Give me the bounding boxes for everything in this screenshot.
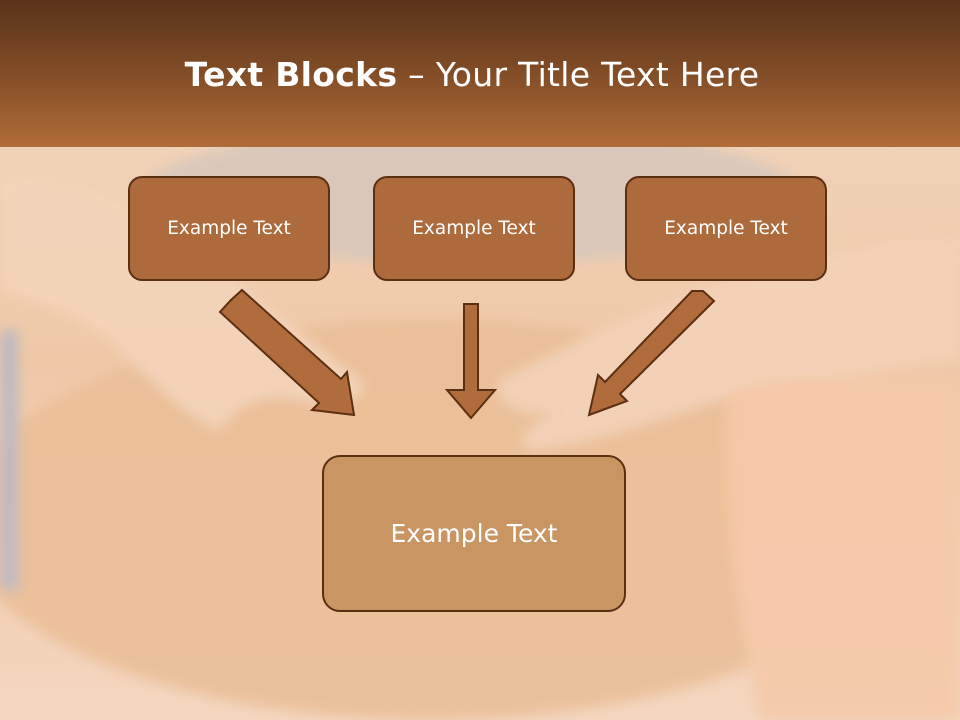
text-box-3[interactable]: Example Text — [625, 176, 827, 281]
slide-title: Text Blocks – Your Title Text Here — [0, 52, 944, 98]
title-rest: Your Title Text Here — [435, 55, 760, 94]
text-box-2-label: Example Text — [412, 218, 536, 239]
text-box-1[interactable]: Example Text — [128, 176, 330, 281]
arrow-left — [218, 288, 356, 417]
text-box-1-label: Example Text — [167, 218, 291, 239]
target-text-box-label: Example Text — [390, 519, 558, 548]
title-bar — [0, 0, 960, 147]
arrow-center — [444, 303, 498, 420]
title-separator: – — [397, 55, 436, 94]
title-bold: Text Blocks — [184, 55, 398, 94]
target-text-box[interactable]: Example Text — [322, 455, 626, 612]
arrow-right — [587, 290, 716, 417]
text-box-2[interactable]: Example Text — [373, 176, 575, 281]
text-box-3-label: Example Text — [664, 218, 788, 239]
